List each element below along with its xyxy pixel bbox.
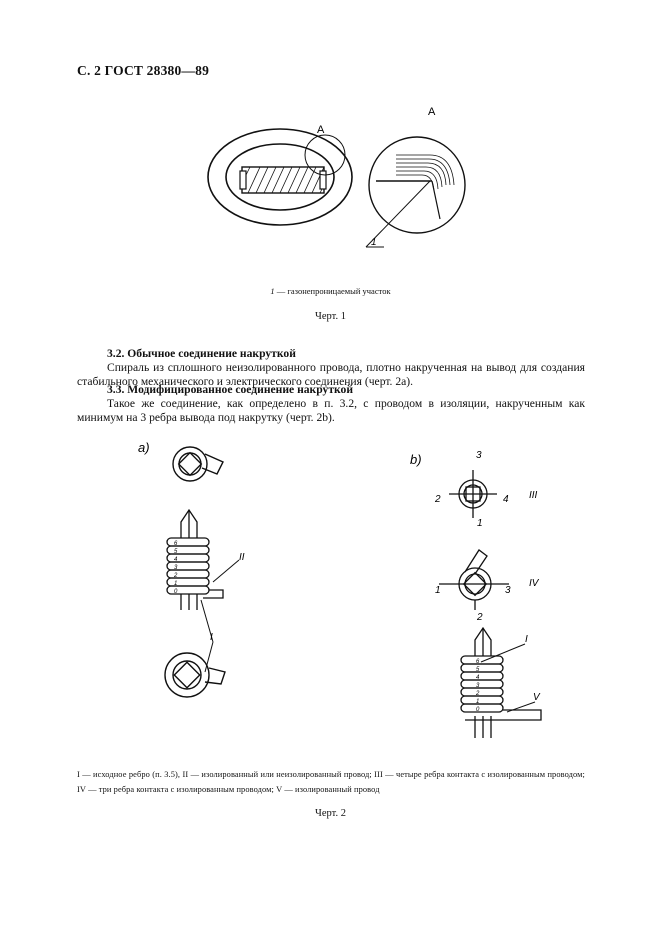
- wire-detail: [396, 154, 455, 192]
- section-3-2: 3.2. Обычное соединение накруткой Спирал…: [77, 347, 585, 389]
- edge-3-top: 3: [476, 450, 482, 461]
- coil-a: [166, 537, 224, 599]
- figure-2-drawing: a) b) 6 5 4 3 2 1 0 II I: [138, 440, 542, 738]
- figure-2-label: Черт. 2: [315, 808, 346, 819]
- edge-1-mid: 1: [435, 585, 441, 596]
- figure-1-drawing: А А 1: [207, 106, 466, 248]
- coil-a-num-1: 1: [174, 581, 177, 587]
- page-header: С. 2 ГОСТ 28380—89: [77, 63, 210, 78]
- label-I-right: I: [525, 634, 528, 645]
- coil-a-num-5: 5: [174, 549, 178, 555]
- cross-section-a-top: [172, 446, 224, 482]
- leader-1: [365, 180, 431, 248]
- label-IV: IV: [529, 578, 540, 589]
- coil-a-num-3: 3: [174, 565, 178, 571]
- figure-2-legend: I — исходное ребро (п. 3.5), II — изолир…: [77, 770, 585, 794]
- edge-3-mid: 3: [505, 585, 511, 596]
- terminal-a: [180, 508, 198, 610]
- coil-b-num-0: 0: [476, 707, 480, 713]
- detail-circle-large: [368, 136, 466, 234]
- coil-b-num-2: 2: [475, 691, 480, 697]
- edge-4-top: 4: [503, 494, 509, 505]
- label-b: b): [410, 452, 422, 467]
- leader-I-left: [200, 599, 214, 643]
- caption-text: — газонепроницаемый участок: [274, 286, 391, 296]
- coil-b-numbers: 6 5 4 3 2 1 0: [475, 659, 480, 713]
- cross-section-a-bottom: [164, 652, 226, 698]
- label-II: II: [239, 552, 245, 563]
- coil-a-num-6: 6: [174, 541, 178, 547]
- cross-section-IV: [439, 549, 509, 610]
- coil-b: [460, 655, 542, 721]
- coil-b-num-3: 3: [476, 683, 480, 689]
- terminal-hatched: [239, 166, 327, 194]
- section-3-3: 3.3. Модифицированное соединение накрутк…: [77, 383, 585, 425]
- cross-section-III: [449, 470, 497, 518]
- section-3-2-heading: 3.2. Обычное соединение накруткой: [107, 347, 296, 360]
- coil-b-num-4: 4: [476, 675, 480, 681]
- coil-a-numbers: 6 5 4 3 2 1 0: [173, 541, 178, 595]
- callout-1: 1: [371, 237, 377, 248]
- terminal-b: [474, 626, 492, 738]
- figure-1-caption: 1 — газонепроницаемый участок: [0, 286, 661, 296]
- leader-I-right: [480, 643, 526, 663]
- leader-II: [212, 559, 240, 583]
- callout-a-small: А: [317, 124, 325, 136]
- callout-a-large: А: [428, 106, 436, 118]
- section-3-3-heading: 3.3. Модифицированное соединение накрутк…: [107, 383, 354, 396]
- edge-1-top: 1: [477, 518, 483, 529]
- label-I-left: I: [210, 632, 213, 643]
- label-III: III: [529, 490, 538, 501]
- label-V: V: [533, 692, 541, 703]
- coil-b-num-6: 6: [476, 659, 480, 665]
- caption-number: 1: [270, 286, 275, 296]
- edge-2-mid: 2: [476, 612, 483, 623]
- edge-2-top: 2: [434, 494, 441, 505]
- section-3-3-text: Такое же соединение, как определено в п.…: [77, 397, 585, 424]
- leader-V: [506, 701, 536, 713]
- oval-wire: [207, 128, 353, 226]
- section-3-2-text: Спираль из сплошного неизолированного пр…: [77, 361, 585, 388]
- detail-circle-small: [304, 134, 346, 176]
- coil-a-num-0: 0: [174, 589, 178, 595]
- coil-b-num-5: 5: [476, 667, 480, 673]
- coil-a-num-4: 4: [174, 557, 178, 563]
- coil-a-num-2: 2: [173, 573, 178, 579]
- figure-1-label: Черт. 1: [315, 311, 346, 322]
- coil-b-num-1: 1: [476, 699, 479, 705]
- label-a: a): [138, 440, 150, 455]
